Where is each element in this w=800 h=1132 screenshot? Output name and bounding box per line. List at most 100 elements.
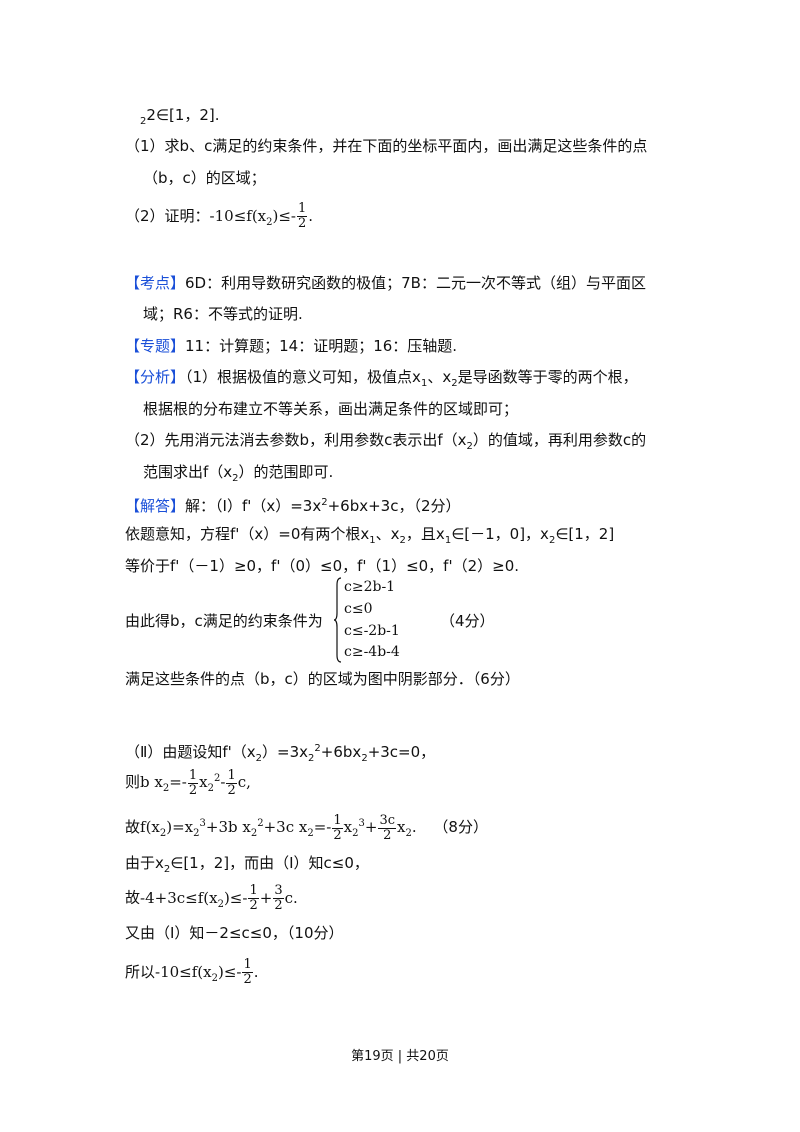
text: -10≤f(x <box>155 963 212 981</box>
sub: 2 <box>162 783 170 794</box>
sub: 2 <box>207 783 214 794</box>
num: 3c <box>378 812 397 829</box>
sup: 2 <box>214 773 221 784</box>
score-4: （4分） <box>440 612 495 630</box>
jieda-label: 【解答】 <box>125 497 186 515</box>
solution-line-3: 由此得b，c满足的约束条件为 <box>125 612 323 630</box>
sub: 2 <box>140 116 147 127</box>
question-1: （1）求b、c满足的约束条件，并在下面的坐标平面内，画出满足这些条件的点 <box>125 137 648 155</box>
kaodian-label: 【考点】 <box>125 274 186 292</box>
constraint-3: c≤-2b-1 <box>344 623 400 639</box>
text: c <box>237 773 247 791</box>
solution-line-2: 等价于f'（－1）≥0，f'（0）≤0，f'（1）≤0，f'（2）≥0. <box>125 557 520 575</box>
text: （1）根据极值的意义可知，极值点x <box>185 368 421 386</box>
fenxi-line-2: 根据根的分布建立不等关系，画出满足条件的区域即可； <box>143 400 519 418</box>
text: 故 <box>125 888 141 907</box>
formula: -10≤f(x2)≤- <box>155 963 241 984</box>
left-brace-icon <box>334 577 342 663</box>
sup: 2 <box>314 743 321 754</box>
question-1-cont: （b，c）的区域； <box>143 169 266 187</box>
text: 由于x <box>125 854 164 872</box>
fenxi-line-3: （2）先用消元法消去参数b，利用参数c表示出f（x2）的值域，再利用参数c的 <box>125 429 646 458</box>
text: （2）先用消元法消去参数b，利用参数c表示出f（x <box>125 431 467 449</box>
sup: 3 <box>358 818 365 829</box>
num: 1 <box>187 767 199 784</box>
text: ）的值域，再利用参数c的 <box>472 431 647 449</box>
sub: 2 <box>548 535 556 546</box>
den: 2 <box>227 782 236 798</box>
score-8: （8分） <box>433 818 488 836</box>
text: 则 <box>125 773 141 791</box>
constraint-1: c≥2b-1 <box>344 579 396 595</box>
text: 所以 <box>125 963 156 981</box>
num: 1 <box>248 883 259 899</box>
solution-line-5: （Ⅱ）由题设知f'（x2）=3x22+6bx2+3c=0， <box>125 738 435 770</box>
sup: 2 <box>321 497 328 508</box>
den: 2 <box>333 827 342 843</box>
text: （Ⅱ）由题设知f'（x <box>125 743 256 761</box>
sub: 2 <box>250 828 258 839</box>
text: 、x <box>375 525 400 543</box>
sub: 2 <box>307 828 314 839</box>
sub: 2 <box>399 535 406 546</box>
sub: 2 <box>352 828 359 839</box>
sup: 3 <box>199 818 206 829</box>
solution-line-1: 依题意知，方程f'（x）=0有两个根x1、x2，且x1∈[－1，0]，x2∈[1… <box>125 523 614 552</box>
den: 2 <box>383 827 392 843</box>
text: 是导函数等于零的两个根， <box>457 368 638 386</box>
den: 2 <box>274 898 283 913</box>
zhuanti-line: 【专题】11：计算题；14：证明题；16：压轴题. <box>125 335 457 357</box>
sub: 2 <box>217 898 224 910</box>
text: -10≤f(x <box>209 207 267 225</box>
num: 1 <box>332 812 343 829</box>
num: 1 <box>226 767 237 784</box>
kaodian-line-1: 【考点】6D：利用导数研究函数的极值；7B：二元一次不等式（组）与平面区 <box>125 272 646 294</box>
sub: 2 <box>159 828 167 839</box>
den: 2 <box>298 216 307 231</box>
text: 2∈[1，2]. <box>146 106 220 124</box>
text: ∈[1，2] <box>555 525 615 543</box>
text: ∈[1，2]，而由（Ⅰ）知c≤0， <box>170 854 369 872</box>
solution-line-8: 由于x2∈[1，2]，而由（Ⅰ）知c≤0， <box>125 852 369 881</box>
text: （2）证明： <box>125 207 210 225</box>
text: c <box>284 888 293 907</box>
fenxi-line-4: 范围求出f（x2）的范围即可. <box>143 461 333 490</box>
constraint-4: c≥-4b-4 <box>344 644 400 660</box>
sub: 2 <box>266 217 273 228</box>
text: ）的范围即可. <box>238 463 334 481</box>
num: 1 <box>297 201 308 217</box>
zhuanti-label: 【专题】 <box>125 337 186 355</box>
text: ∈[－1，0]，x <box>451 525 549 543</box>
text: ，且x <box>405 525 445 543</box>
sub: 2 <box>451 378 458 389</box>
text: +6bx+3c，（2分） <box>327 497 461 515</box>
fenxi-line-1: 【分析】（1）根据极值的意义可知，极值点x1、x2是导函数等于零的两个根， <box>125 366 638 395</box>
sub: 1 <box>444 535 452 546</box>
sub: 2 <box>211 973 218 984</box>
den: 2 <box>243 972 252 987</box>
text: 依题意知，方程f'（x）=0有两个根x <box>125 525 370 543</box>
line-0: 22∈[1，2]. <box>140 104 220 133</box>
sub: 1 <box>420 378 428 389</box>
sub: 2 <box>361 753 368 764</box>
jieda-line-1: 【解答】解：（Ⅰ）f'（x）=3x2+6bx+3c，（2分） <box>125 492 461 517</box>
sub: 2 <box>163 864 171 875</box>
den: 2 <box>249 898 258 913</box>
num: 1 <box>242 957 253 973</box>
text: +6bx <box>320 743 362 761</box>
sub: 2 <box>405 828 412 839</box>
den: 2 <box>188 782 198 798</box>
text: 故 <box>125 818 141 836</box>
text: 范围求出f（x <box>143 463 233 481</box>
